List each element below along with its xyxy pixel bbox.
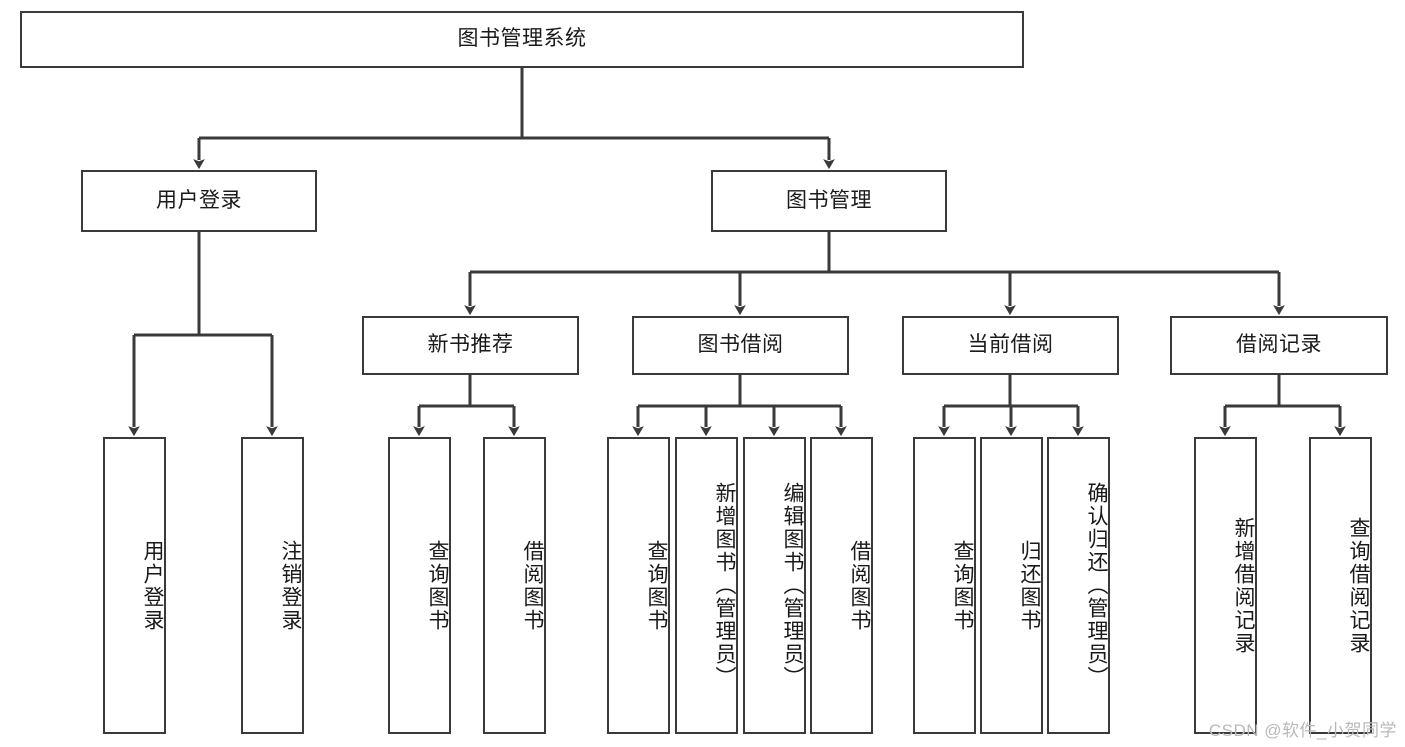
node-leaf-return-book-label: 归还图书 bbox=[1018, 539, 1041, 632]
node-current-borrow[interactable]: 当前借阅 bbox=[902, 316, 1119, 375]
node-book-borrow-label: 图书借阅 bbox=[697, 333, 784, 357]
node-leaf-query-book-borrow[interactable]: 查询图书 bbox=[607, 437, 670, 734]
node-borrow-record[interactable]: 借阅记录 bbox=[1170, 316, 1388, 375]
node-leaf-confirm-return-label: 确认归还（管理员） bbox=[1085, 482, 1108, 689]
node-user-login-label: 用户登录 bbox=[156, 188, 242, 212]
node-leaf-add-record[interactable]: 新增借阅记录 bbox=[1194, 437, 1257, 734]
node-leaf-query-book-borrow-label: 查询图书 bbox=[645, 539, 668, 632]
node-new-book-rec-label: 新书推荐 bbox=[427, 333, 514, 357]
node-leaf-logout-label: 注销登录 bbox=[279, 539, 302, 632]
node-leaf-confirm-return[interactable]: 确认归还（管理员） bbox=[1047, 437, 1110, 734]
node-current-borrow-label: 当前借阅 bbox=[967, 333, 1054, 357]
node-book-manage-label: 图书管理 bbox=[786, 188, 872, 212]
node-leaf-borrow-book-rec[interactable]: 借阅图书 bbox=[483, 437, 546, 734]
node-leaf-borrow-book-label: 借阅图书 bbox=[848, 539, 871, 632]
node-leaf-query-record-label: 查询借阅记录 bbox=[1347, 516, 1370, 655]
node-leaf-query-record[interactable]: 查询借阅记录 bbox=[1309, 437, 1372, 734]
node-leaf-query-book-rec[interactable]: 查询图书 bbox=[388, 437, 451, 734]
node-book-borrow[interactable]: 图书借阅 bbox=[632, 316, 849, 375]
node-leaf-query-book-rec-label: 查询图书 bbox=[426, 539, 449, 632]
node-root-label: 图书管理系统 bbox=[457, 27, 587, 51]
node-book-manage[interactable]: 图书管理 bbox=[711, 170, 947, 232]
node-borrow-record-label: 借阅记录 bbox=[1236, 333, 1322, 357]
node-leaf-query-book-cur-label: 查询图书 bbox=[951, 539, 974, 632]
node-leaf-borrow-book[interactable]: 借阅图书 bbox=[810, 437, 873, 734]
node-leaf-return-book[interactable]: 归还图书 bbox=[980, 437, 1043, 734]
node-leaf-query-book-cur[interactable]: 查询图书 bbox=[913, 437, 976, 734]
node-leaf-edit-book[interactable]: 编辑图书（管理员） bbox=[743, 437, 806, 734]
node-leaf-logout[interactable]: 注销登录 bbox=[241, 437, 304, 734]
node-leaf-add-book[interactable]: 新增图书（管理员） bbox=[675, 437, 738, 734]
node-user-login[interactable]: 用户登录 bbox=[81, 170, 317, 232]
node-leaf-add-book-label: 新增图书（管理员） bbox=[713, 482, 736, 689]
node-leaf-user-login[interactable]: 用户登录 bbox=[103, 437, 166, 734]
node-leaf-borrow-book-rec-label: 借阅图书 bbox=[521, 539, 544, 632]
node-new-book-rec[interactable]: 新书推荐 bbox=[362, 316, 579, 375]
node-leaf-edit-book-label: 编辑图书（管理员） bbox=[781, 482, 804, 689]
node-leaf-add-record-label: 新增借阅记录 bbox=[1232, 516, 1255, 655]
node-root[interactable]: 图书管理系统 bbox=[20, 11, 1024, 68]
node-leaf-user-login-label: 用户登录 bbox=[141, 539, 164, 632]
